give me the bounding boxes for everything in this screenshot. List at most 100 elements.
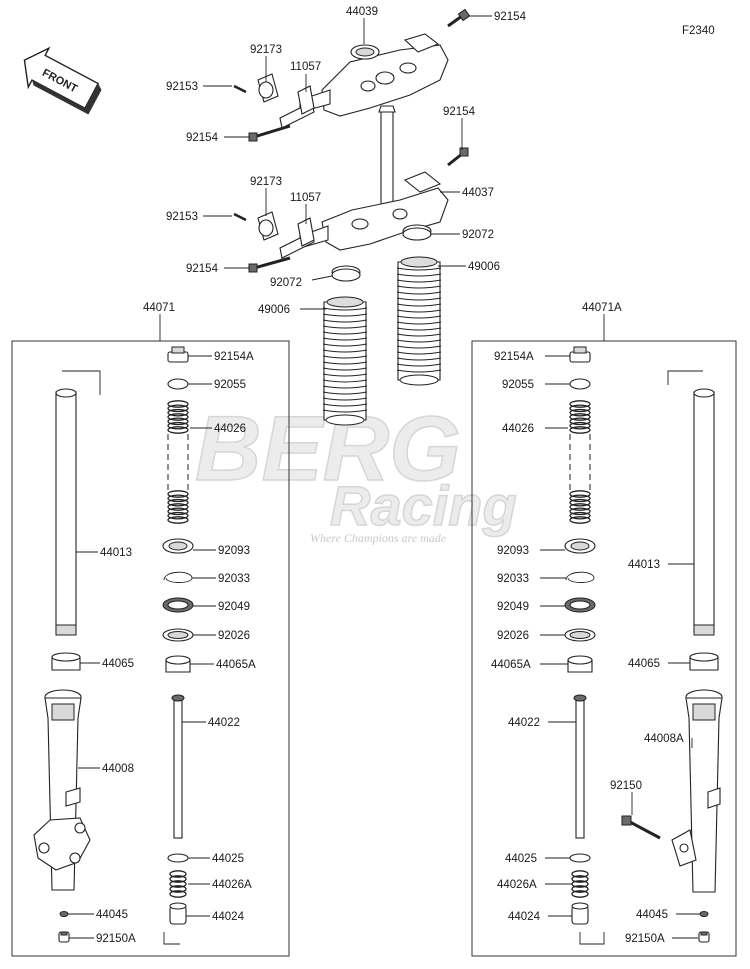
label-92154A: 92154A [494,351,534,363]
label-44008A: 44008A [644,733,684,745]
label-92049: 92049 [497,601,529,613]
label-92093: 92093 [218,545,250,557]
label-49006: 49006 [468,261,500,273]
left-seal-92093 [162,538,194,554]
label-49006: 49006 [258,304,290,316]
right-clip-92033 [565,571,595,583]
lower-bracket-11057 [279,217,315,259]
label-44071: 44071 [143,302,175,314]
label-92033: 92033 [497,573,529,585]
right-piece-44024 [571,902,589,925]
right-spring-44026 [569,400,591,524]
label-44024: 44024 [212,911,245,923]
lower-long-bolt [248,256,291,273]
right-seal-92093 [564,538,596,554]
label-92055: 92055 [214,379,246,391]
fork-boot-right [396,256,442,386]
label-44026A: 44026A [497,879,537,891]
label-11057: 11057 [290,61,321,73]
leader-lines [68,15,700,939]
left-bracket-mark [163,932,180,945]
right-lower-slider [671,689,723,893]
label-44065: 44065 [628,658,660,670]
label-44025: 44025 [505,853,537,865]
left-spring-44026 [167,400,189,524]
label-11057: 11057 [290,192,321,204]
upper-bracket-92173 [257,73,279,103]
label-92033: 92033 [218,573,250,585]
right-bushing-44065 [689,652,719,671]
right-washer-44045 [699,911,709,917]
upper-long-bolt [248,124,291,142]
label-92026: 92026 [218,630,250,642]
label-92173: 92173 [250,44,282,56]
right-seal-92049 [564,597,596,613]
left-cap-bolt-92154A [167,346,189,363]
left-bolt-92150A [58,931,70,943]
label-44065A: 44065A [491,659,531,671]
label-44026: 44026 [214,423,246,435]
left-o-ring-92055 [167,378,189,390]
left-bushing-44065 [51,652,81,671]
right-bolt-92150 [621,815,661,840]
label-92072: 92072 [462,229,494,241]
label-44022: 44022 [208,717,240,729]
label-92173: 92173 [250,176,282,188]
label-44022: 44022 [508,717,540,729]
label-44008: 44008 [102,763,134,775]
lower-bracket-92173 [257,211,279,241]
left-piece-44024 [169,902,187,925]
label-92154: 92154 [443,106,476,118]
right-outer-tube [667,370,715,636]
label-44026A: 44026A [212,879,252,891]
left-washer-44045 [59,911,69,917]
left-piece-44025 [167,853,189,863]
part-labels: 44039 92154 92173 11057 92153 92154 9215… [96,6,684,945]
label-44013: 44013 [100,547,132,559]
label-92055: 92055 [502,379,534,391]
label-44025: 44025 [212,853,244,865]
label-44045: 44045 [96,909,128,921]
lower-clamp-bolt [447,147,469,167]
label-92072: 92072 [270,277,302,289]
hose-clamp-left [331,265,361,282]
label-92026: 92026 [497,630,529,642]
label-92150A: 92150A [96,933,136,945]
front-arrow-icon: FRONT [23,46,102,115]
right-washer-92026 [564,628,596,642]
left-seal-92049 [162,597,194,613]
right-piece-44025 [569,853,591,863]
label-44065A: 44065A [216,659,256,671]
left-lower-slider [33,689,91,891]
steering-stem [378,105,396,221]
left-cylinder-44022 [171,694,185,839]
figure-code: F2340 [682,25,715,37]
label-92154A: 92154A [214,351,254,363]
label-44037: 44037 [462,187,494,199]
right-bolt-92150A [698,931,710,943]
label-92093: 92093 [497,545,529,557]
left-spring-44026A [169,870,187,898]
left-washer-92026 [162,628,194,642]
label-44045: 44045 [636,909,668,921]
label-92154: 92154 [186,263,219,275]
right-bushing-44065A [567,655,593,673]
right-bracket-mark [579,932,605,945]
right-o-ring-92055 [569,378,591,390]
left-clip-92033 [163,571,193,583]
label-44024: 44024 [508,911,541,923]
watermark-line2: Racing [330,474,517,537]
hose-clamp-right [402,224,432,241]
left-outer-tube [55,370,101,636]
upper-clamp-bolt [447,8,471,28]
right-cylinder-44022 [573,694,587,839]
label-92154: 92154 [494,11,527,23]
label-44065: 44065 [102,658,134,670]
label-92154: 92154 [186,132,219,144]
label-92049: 92049 [218,601,250,613]
right-cap-bolt-92154A [569,346,591,363]
right-spring-44026A [571,870,589,898]
label-44071A: 44071A [582,302,622,314]
label-92153: 92153 [166,81,198,93]
